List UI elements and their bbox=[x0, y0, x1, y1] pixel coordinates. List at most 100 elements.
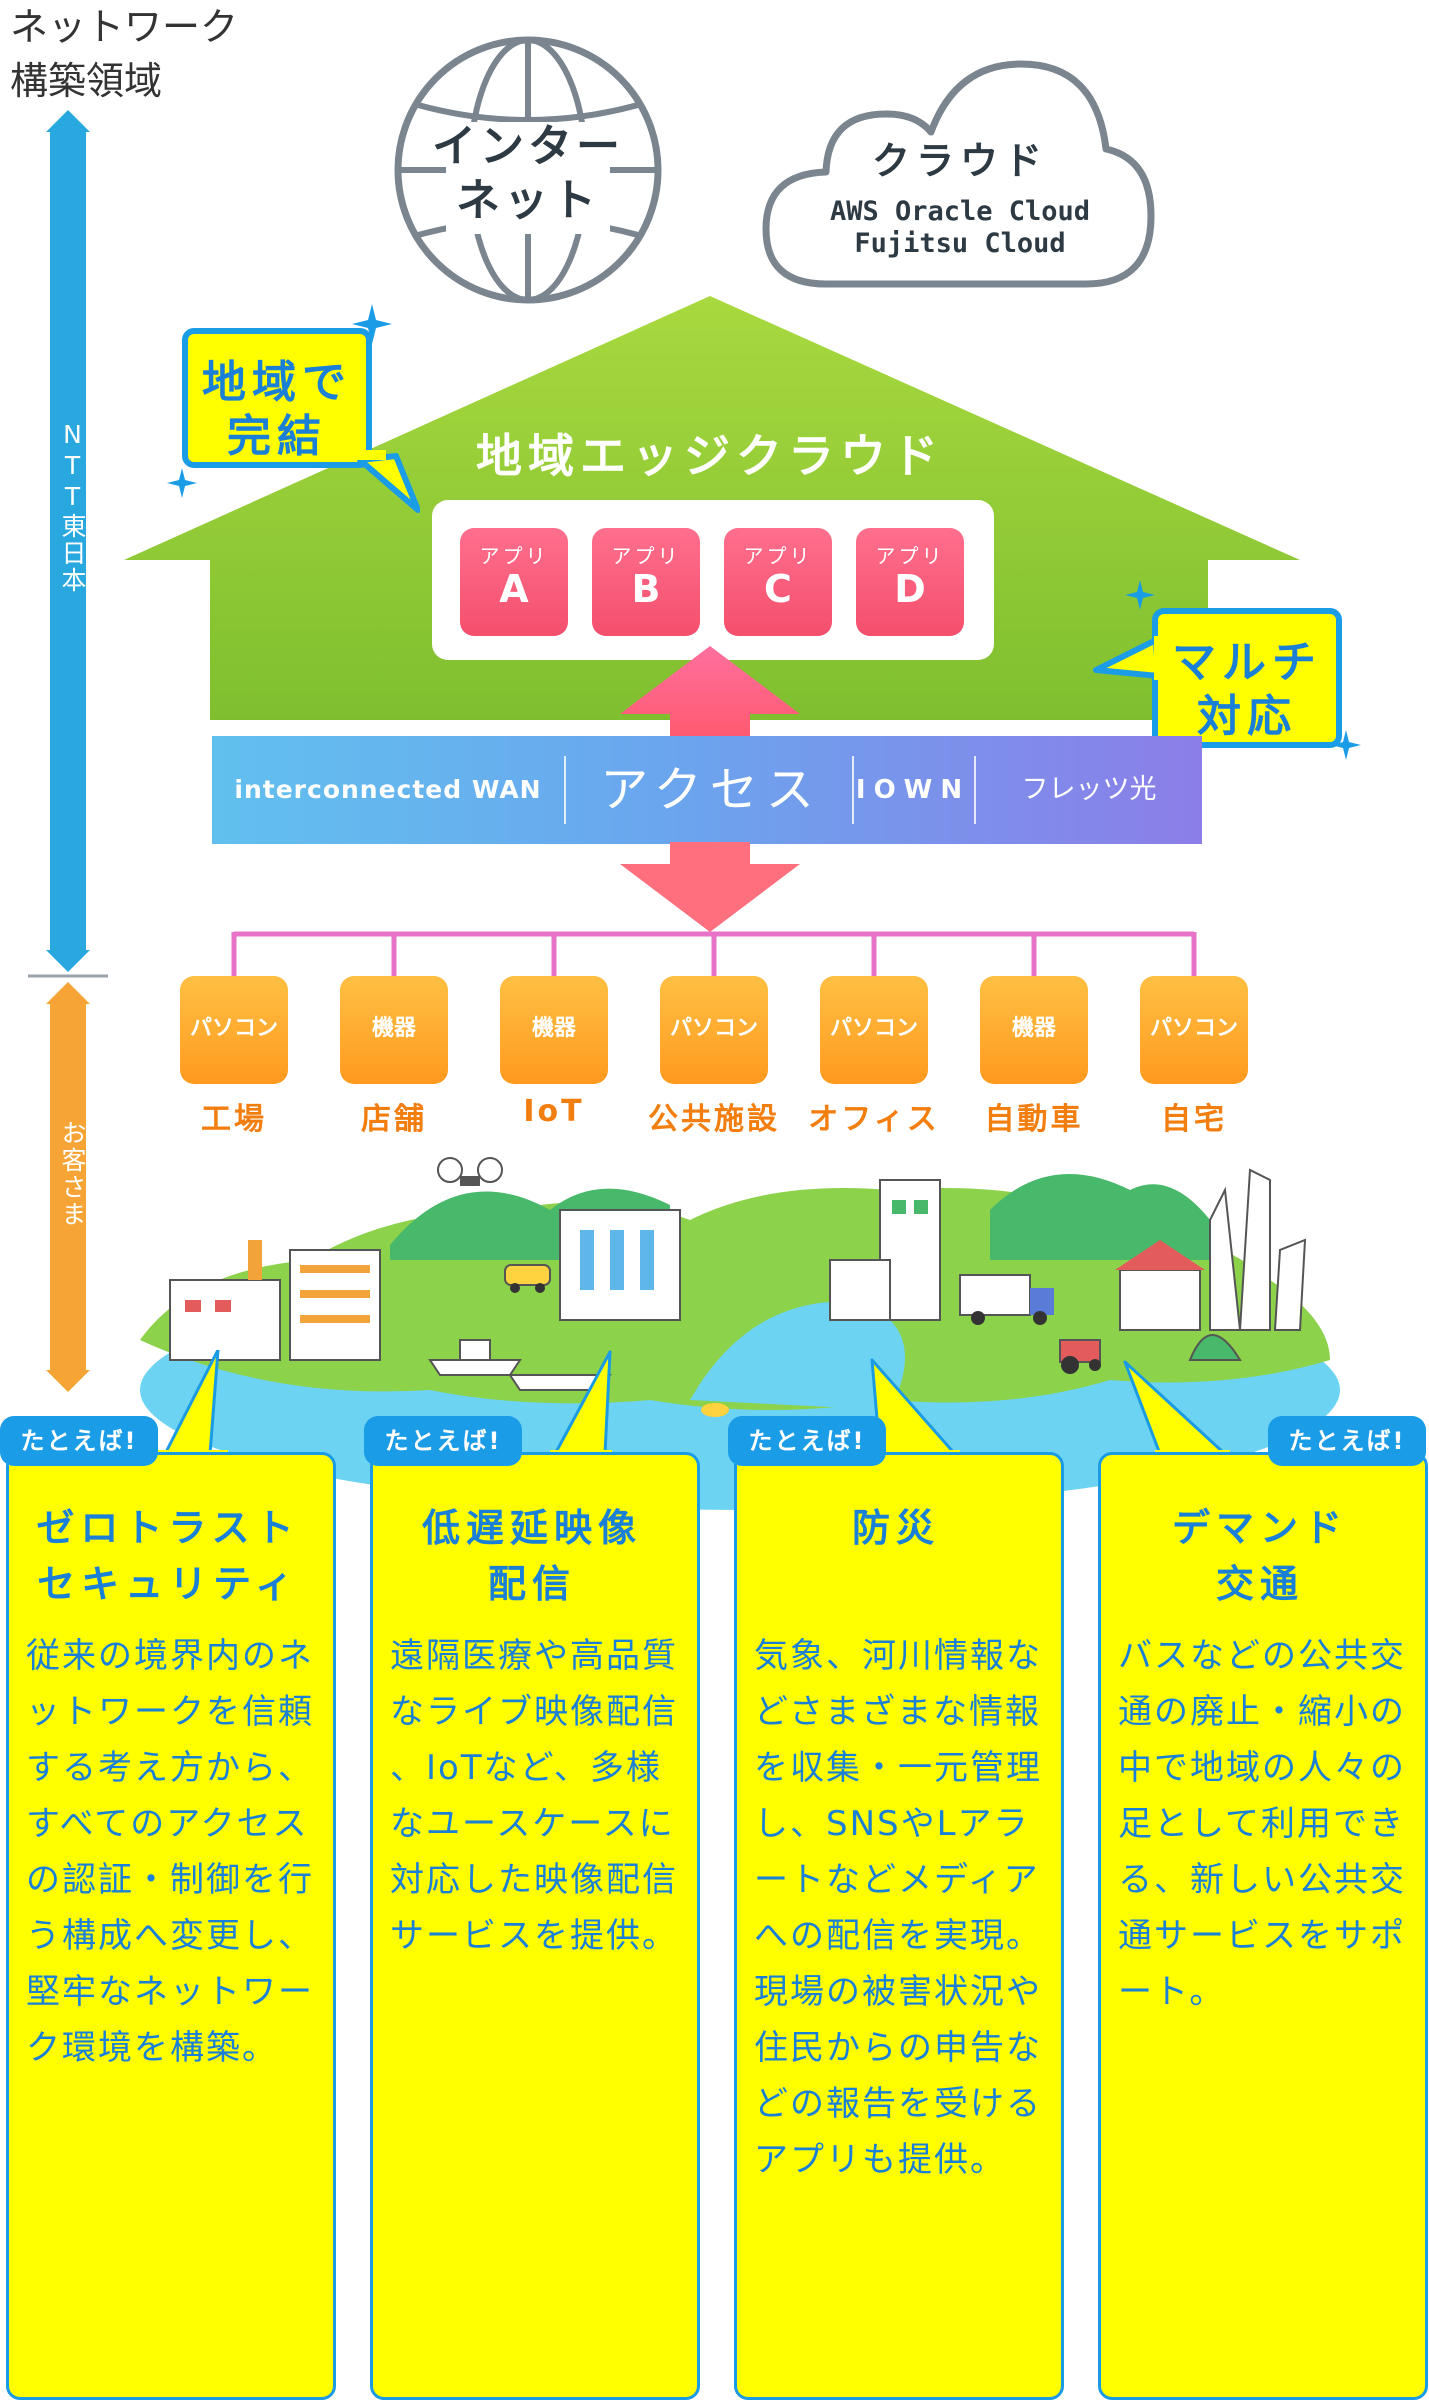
pointer-1 bbox=[163, 1350, 220, 1456]
app-a-letter: A bbox=[499, 567, 529, 611]
card-low-latency bbox=[370, 1452, 700, 2400]
internet-line1: インター bbox=[432, 121, 624, 172]
drone-icon bbox=[437, 1157, 503, 1186]
card-4-content: デマンド 交通 バスなどの公共交 通の廃止・縮小の 中で地域の人々の 足として利… bbox=[1098, 1500, 1422, 2020]
store-building bbox=[289, 1249, 381, 1361]
axis-title-line1: ネットワーク bbox=[10, 5, 239, 49]
card-4-line: バスなどの公共交 bbox=[1118, 1636, 1406, 1676]
device-box-4: パソコン bbox=[660, 976, 768, 1084]
office-building bbox=[829, 1179, 941, 1321]
card-2-line: サービスを提供。 bbox=[390, 1916, 678, 1956]
place-office: オフィス bbox=[808, 1102, 940, 1137]
cloud-line2: Fujitsu Cloud bbox=[854, 228, 1066, 259]
skyscrapers bbox=[1209, 1168, 1307, 1331]
callout-local-line2: 完結 bbox=[227, 411, 327, 462]
card-1-line: すべてのアクセス bbox=[26, 1804, 309, 1844]
card-4-line: 中で地域の人々の bbox=[1118, 1748, 1406, 1788]
app-d-letter: D bbox=[894, 567, 926, 611]
device-box-3: 機器 bbox=[500, 976, 608, 1084]
app-d: アプリ D bbox=[856, 528, 964, 636]
access-separator-3 bbox=[974, 756, 976, 824]
car-icon bbox=[504, 1264, 551, 1293]
factory-building bbox=[169, 1240, 281, 1361]
card-4-title-2: 交通 bbox=[1215, 1562, 1304, 1606]
card-3-line: どさまざまな情報 bbox=[754, 1692, 1041, 1732]
access-flets: フレッツ光 bbox=[1021, 774, 1157, 805]
card-1-badge: たとえば! bbox=[0, 1416, 158, 1466]
card-3-line: ートなどメディア bbox=[754, 1860, 1040, 1900]
app-b-small: アプリ bbox=[611, 544, 681, 568]
card-1-line: の認証・制御を行 bbox=[26, 1860, 314, 1900]
app-c: アプリ C bbox=[724, 528, 832, 636]
app-c-small: アプリ bbox=[743, 544, 813, 568]
callout-local: 地域で 完結 bbox=[182, 328, 372, 468]
device-box-6: 機器 bbox=[980, 976, 1088, 1084]
card-4-line: 足として利用でき bbox=[1118, 1804, 1405, 1844]
card-1-line: う構成へ変更し、 bbox=[26, 1916, 314, 1956]
card-4-badge: たとえば! bbox=[1268, 1416, 1426, 1466]
customer-label: お客さま bbox=[58, 1120, 87, 1228]
callout-multi-line1: マルチ bbox=[1172, 637, 1322, 688]
callout-multi-decor bbox=[1093, 580, 1361, 760]
card-2-line: 、IoTなど、多様 bbox=[390, 1748, 662, 1788]
card-2-line: 対応した映像配信 bbox=[390, 1860, 678, 1900]
card-3-content: 防災 気象、河川情報な どさまざまな情報 を収集・一元管理 し、SNSやLアラ … bbox=[734, 1500, 1058, 2188]
app-c-letter: C bbox=[764, 567, 792, 611]
river bbox=[690, 1302, 905, 1410]
place-iot: IoT bbox=[523, 1094, 585, 1129]
internet-line2: ネット bbox=[456, 175, 600, 226]
card-3-badge: たとえば! bbox=[728, 1416, 886, 1466]
device-box-1: パソコン bbox=[180, 976, 288, 1084]
access-bar: interconnected WAN アクセス IOWN フレッツ光 bbox=[212, 736, 1202, 844]
app-a-small: アプリ bbox=[479, 544, 549, 568]
app-a: アプリ A bbox=[460, 528, 568, 636]
customer-arrow bbox=[46, 982, 90, 1392]
internet-label: インター ネット bbox=[408, 120, 648, 228]
device-connectors bbox=[231, 931, 1197, 976]
card-2-body: 遠隔医療や高品質 なライブ映像配信 、IoTなど、多様 なユースケースに 対応し… bbox=[370, 1612, 694, 1964]
app-d-small: アプリ bbox=[875, 544, 945, 568]
card-2-title-1: 低遅延映像 bbox=[421, 1506, 642, 1550]
access-separator-2 bbox=[852, 756, 854, 824]
card-3-line: どの報告を受ける bbox=[754, 2084, 1042, 2124]
tent-icon bbox=[1188, 1334, 1242, 1361]
card-1-line: する考え方から、 bbox=[26, 1748, 314, 1788]
fish-icon bbox=[701, 1403, 729, 1417]
cloud-line1: AWS Oracle Cloud bbox=[829, 196, 1091, 227]
card-2-badge: たとえば! bbox=[364, 1416, 522, 1466]
cloud-subtitle: AWS Oracle Cloud Fujitsu Cloud bbox=[790, 196, 1130, 260]
card-2-content: 低遅延映像 配信 遠隔医療や高品質 なライブ映像配信 、IoTなど、多様 なユー… bbox=[370, 1500, 694, 1964]
card-2-line: なユースケースに bbox=[390, 1804, 675, 1844]
card-3-line: 住民からの申告な bbox=[754, 2028, 1042, 2068]
card-disaster bbox=[734, 1452, 1064, 2400]
card-3-line: アプリも提供。 bbox=[754, 2140, 1006, 2180]
access-title: アクセス bbox=[600, 762, 822, 818]
card-zero-trust bbox=[6, 1452, 336, 2400]
tractor-icon bbox=[1059, 1339, 1101, 1374]
ntt-label: NTT東日本 bbox=[58, 420, 87, 594]
place-home: 自宅 bbox=[1161, 1102, 1227, 1137]
app-b: アプリ B bbox=[592, 528, 700, 636]
app-b-letter: B bbox=[631, 567, 661, 611]
card-4-line: る、新しい公共交 bbox=[1118, 1860, 1406, 1900]
card-1-body: 従来の境界内のネ ットワークを信頼 する考え方から、 すべてのアクセス の認証・… bbox=[6, 1612, 330, 2076]
device-box-2: 機器 bbox=[340, 976, 448, 1084]
hill-right bbox=[990, 1174, 1210, 1260]
card-demand bbox=[1098, 1452, 1428, 2400]
card-1-line: 従来の境界内のネ bbox=[26, 1636, 314, 1676]
card-3-title-2 bbox=[734, 1556, 1058, 1612]
cloud-icon bbox=[762, 60, 1155, 288]
edge-cloud-title: 地域エッジクラウド bbox=[476, 429, 944, 483]
globe-icon bbox=[394, 36, 662, 304]
place-store: 店舗 bbox=[361, 1102, 427, 1137]
card-1-line: ク環境を構築。 bbox=[26, 2028, 278, 2068]
card-3-line: を収集・一元管理 bbox=[754, 1748, 1042, 1788]
card-1-line: 堅牢なネットワー bbox=[26, 1972, 314, 2012]
card-3-line: 現場の被害状況や bbox=[754, 1972, 1042, 2012]
ntt-arrow bbox=[46, 110, 90, 972]
place-factory: 工場 bbox=[201, 1102, 267, 1137]
card-4-body: バスなどの公共交 通の廃止・縮小の 中で地域の人々の 足として利用でき る、新し… bbox=[1098, 1612, 1422, 2020]
hospital-building bbox=[559, 1209, 681, 1321]
card-3-line: 気象、河川情報な bbox=[754, 1636, 1042, 1676]
card-3-line: し、SNSやLアラ bbox=[754, 1804, 1030, 1844]
